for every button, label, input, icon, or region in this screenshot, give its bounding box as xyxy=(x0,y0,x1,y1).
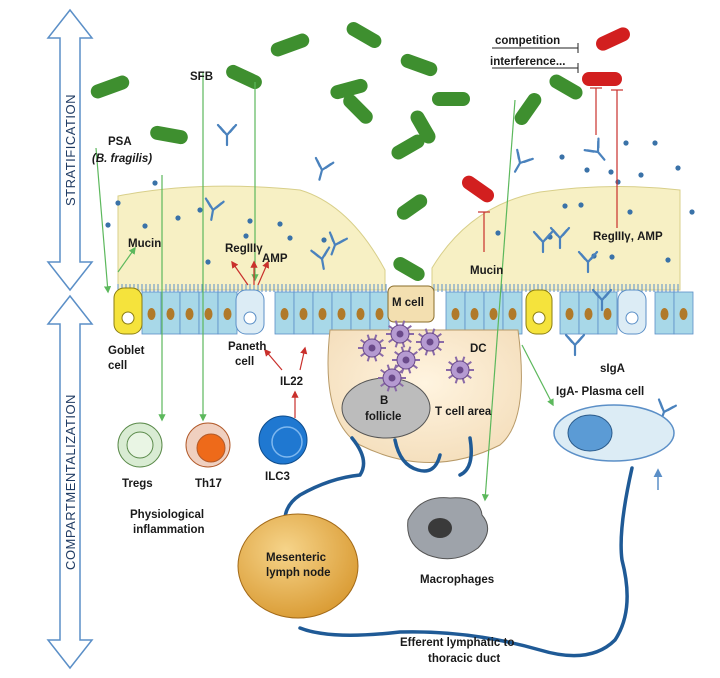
efferent-label-2: thoracic duct xyxy=(428,653,500,665)
il22-label: IL22 xyxy=(280,376,303,388)
paneth-cell-right xyxy=(617,289,647,335)
mucus-layer-left xyxy=(117,185,386,291)
commensal-bacteria xyxy=(90,22,583,281)
antibody-icon xyxy=(583,137,606,161)
goblet-cell-right xyxy=(525,289,553,335)
phys-label-1: Physiological xyxy=(130,509,204,521)
pathogen-bacteria xyxy=(461,27,630,203)
antibody-icon xyxy=(310,246,331,270)
dendritic-cell xyxy=(446,356,474,384)
efferent-label-1: Efferent lymphatic to xyxy=(400,637,514,649)
ilc3-label: ILC3 xyxy=(265,471,290,483)
lymphatic-vessels xyxy=(283,436,634,658)
phys-label-2: inflammation xyxy=(133,524,205,536)
mucin-left-label: Mucin xyxy=(128,238,161,250)
inhibition-lines xyxy=(478,87,623,252)
antibodies xyxy=(204,123,677,423)
antibody-icon xyxy=(549,226,571,250)
amp-left-label: AMP xyxy=(262,253,288,265)
stratification-label: STRATIFICATION xyxy=(63,94,78,206)
compartmentalization-label: COMPARTMENTALIZATION xyxy=(63,394,78,570)
macrophage xyxy=(407,497,489,560)
antibody-icon xyxy=(564,333,586,357)
compartmentalization-double-arrow xyxy=(46,294,94,670)
dendritic-cell xyxy=(386,320,414,348)
dc-label: DC xyxy=(470,343,487,355)
iga-plasma-label: IgA- Plasma cell xyxy=(556,386,644,398)
mucus-layer-right xyxy=(431,185,681,291)
siga-label: sIgA xyxy=(600,363,625,375)
antibody-icon xyxy=(577,250,599,274)
iga-plasma-cell xyxy=(553,404,675,462)
dendritic-cell xyxy=(392,346,420,374)
reg3-left-label: RegIIIγ xyxy=(225,243,263,255)
amp-dots xyxy=(105,140,695,265)
mucin-right-label: Mucin xyxy=(470,265,503,277)
antibody-icon xyxy=(328,231,348,256)
antibody-icon xyxy=(216,123,238,147)
epithelium xyxy=(141,291,694,335)
goblet-label-2: cell xyxy=(108,360,127,372)
treg-cell xyxy=(117,422,163,468)
b-follicle-label-1: B xyxy=(380,395,388,407)
red-arrows xyxy=(231,260,308,418)
goblet-label-1: Goblet xyxy=(108,345,145,357)
b-fragilis-label: (B. fragilis) xyxy=(92,153,152,165)
dendritic-cell xyxy=(378,364,406,392)
t-cell-area-label: T cell area xyxy=(435,406,492,418)
green-arrows xyxy=(95,72,554,502)
b-follicle xyxy=(341,377,431,439)
dendritic-cell xyxy=(416,328,444,356)
ilc3-cell xyxy=(258,415,308,465)
competition-label: competition xyxy=(495,35,560,47)
dendritic-cell xyxy=(358,334,386,362)
th17-cell xyxy=(185,422,231,468)
antibody-icon xyxy=(513,148,534,173)
m-cell-label: M cell xyxy=(392,297,424,309)
mesenteric-lymph-node xyxy=(237,513,359,619)
paneth-cell-left xyxy=(235,289,265,335)
macrophages-label: Macrophages xyxy=(420,574,494,586)
tregs-label: Tregs xyxy=(122,478,153,490)
antibody-icon xyxy=(314,156,335,181)
m-cell xyxy=(387,285,435,323)
dendritic-cells xyxy=(358,320,474,392)
paneth-label-1: Paneth xyxy=(228,341,266,353)
mln-label-1: Mesenteric xyxy=(266,552,327,564)
mln-label-2: lymph node xyxy=(266,567,331,579)
competition-indicator xyxy=(492,43,579,73)
paneth-label-2: cell xyxy=(235,356,254,368)
antibody-icon xyxy=(532,230,554,254)
interference-label: interference... xyxy=(490,56,565,68)
reg3-amp-right-label: RegIIIγ, AMP xyxy=(593,231,663,243)
stratification-double-arrow xyxy=(46,8,94,292)
th17-label: Th17 xyxy=(195,478,222,490)
antibody-icon xyxy=(591,288,613,312)
b-follicle-label-2: follicle xyxy=(365,411,401,423)
goblet-cell-left xyxy=(113,287,143,335)
sfb-label: SFB xyxy=(190,71,213,83)
psa-label: PSA xyxy=(108,136,132,148)
antibody-icon xyxy=(204,197,225,221)
